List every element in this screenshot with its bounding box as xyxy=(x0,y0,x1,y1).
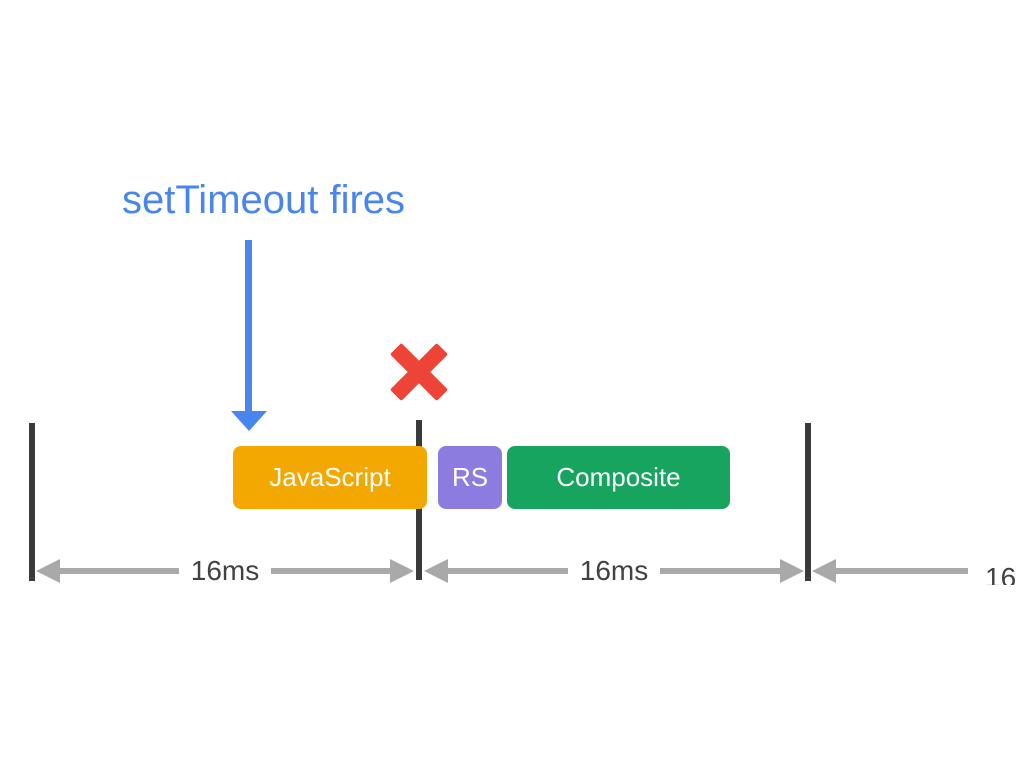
arrowhead-left-icon xyxy=(812,559,836,583)
interval-duration-label: 16 xyxy=(985,562,1017,585)
down-arrow-head-icon xyxy=(231,411,267,431)
interval-line xyxy=(60,568,179,574)
block-javascript: JavaScript xyxy=(233,446,427,509)
interval-line xyxy=(660,568,780,574)
arrowhead-left-icon xyxy=(36,559,60,583)
interval-line xyxy=(448,568,568,574)
down-arrow-icon xyxy=(245,240,252,412)
block-composite: Composite xyxy=(507,446,730,509)
arrowhead-left-icon xyxy=(424,559,448,583)
interval-duration-label: 16ms xyxy=(190,557,260,585)
interval-line xyxy=(836,568,968,574)
interval-line xyxy=(271,568,390,574)
arrowhead-right-icon xyxy=(390,559,414,583)
interval-frame-1: 16ms xyxy=(36,557,414,585)
frame-boundary-right xyxy=(805,423,811,581)
interval-frame-2: 16ms xyxy=(424,557,804,585)
interval-frame-3-truncated: 16 xyxy=(812,557,1024,585)
interval-duration-label: 16ms xyxy=(579,557,649,585)
arrowhead-right-icon xyxy=(780,559,804,583)
frame-boundary-left xyxy=(29,423,35,581)
settimeout-fires-label: setTimeout fires xyxy=(122,178,406,222)
red-x-icon xyxy=(386,339,452,405)
block-recalc-styles: RS xyxy=(438,446,502,509)
